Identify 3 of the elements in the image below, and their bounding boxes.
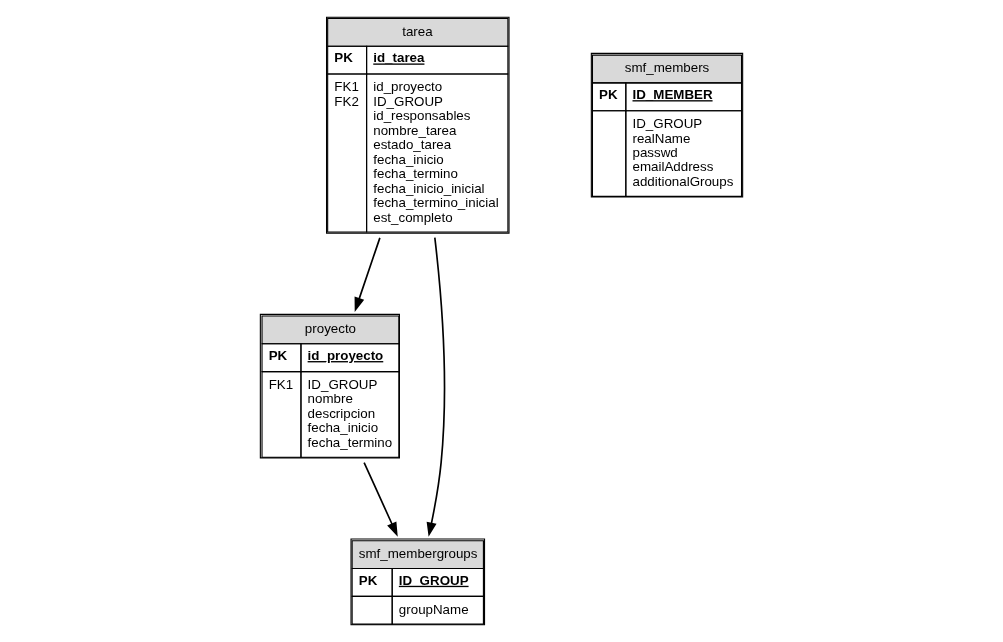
arrow (426, 236, 446, 537)
arrow (354, 237, 381, 312)
arrow (363, 461, 398, 537)
